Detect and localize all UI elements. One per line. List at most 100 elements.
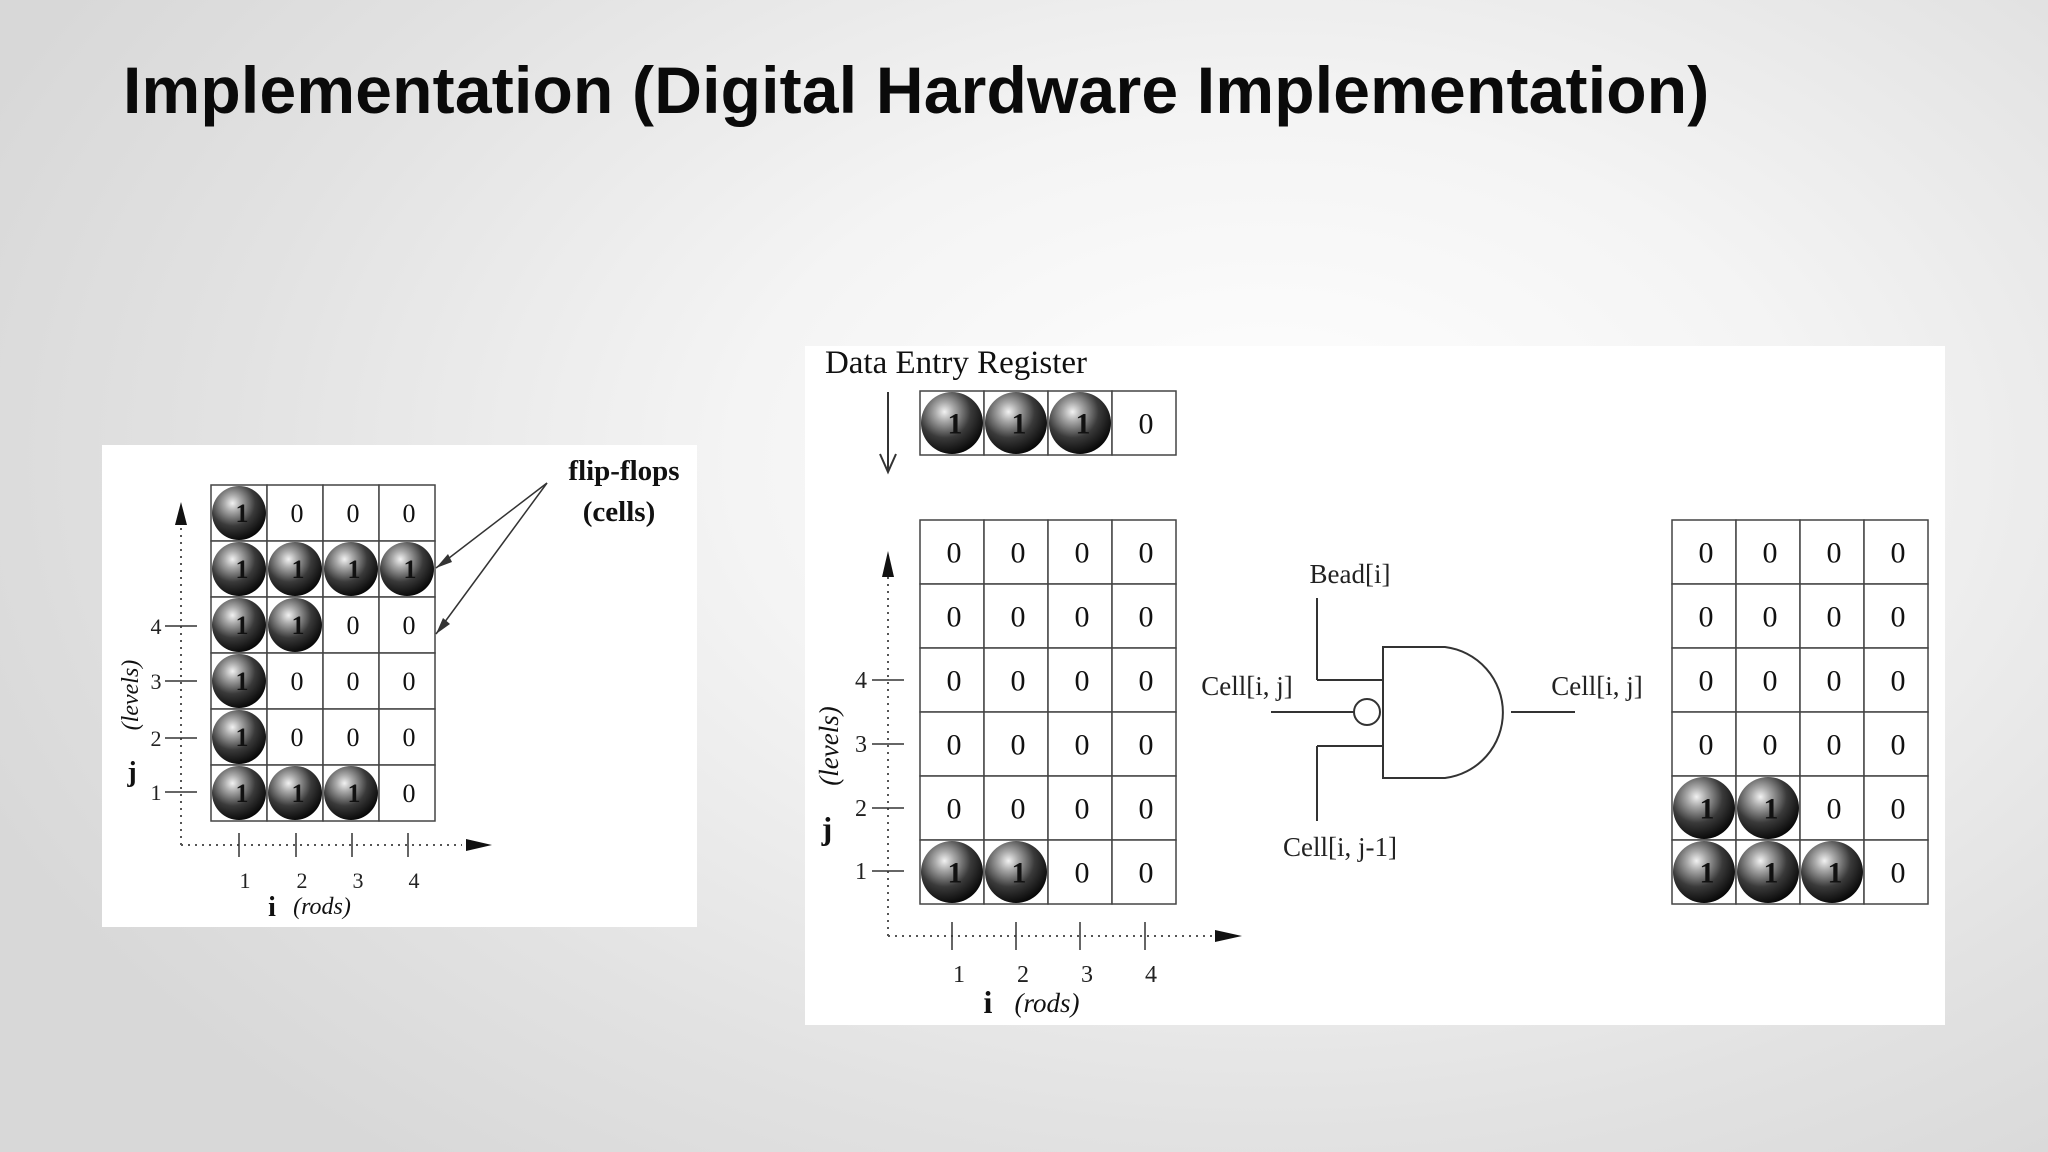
down-arrow-icon — [879, 453, 897, 475]
bead-icon — [1737, 777, 1799, 839]
x-axis-letter: i — [268, 892, 276, 923]
left-grid-cell-value: 1 — [236, 499, 249, 528]
left-grid-cell-value: 1 — [348, 779, 361, 808]
bead-icon — [212, 710, 266, 764]
left-grid-cell-value: 0 — [347, 499, 360, 528]
grid-after-cell: 0 — [1799, 583, 1865, 649]
grid-before-cell-value: 0 — [1075, 665, 1090, 698]
left-grid-cell: 1 — [266, 596, 324, 654]
bead-icon — [1801, 841, 1863, 903]
left-grid-cell-value: 0 — [291, 667, 304, 696]
x-axis-letter: i — [984, 984, 993, 1020]
left-grid-cell: 1 — [378, 540, 436, 598]
left-grid-cell-value: 1 — [236, 779, 249, 808]
grid-after-cell: 0 — [1863, 775, 1929, 841]
bead-icon — [268, 766, 322, 820]
y-tick-2: 2 — [151, 726, 162, 751]
grid-before-cell-value: 0 — [1139, 857, 1154, 890]
grid-before-cell-value: 1 — [1012, 857, 1027, 890]
left-grid-cell: 0 — [378, 764, 436, 822]
gate-input-cell: Cell[i, j] — [1201, 671, 1292, 701]
grid-before-cell-value: 0 — [1075, 601, 1090, 634]
grid-after-cell: 0 — [1863, 711, 1929, 777]
grid-after-cell-value: 0 — [1891, 857, 1906, 890]
grid-after-cell: 1 — [1671, 775, 1737, 841]
grid-before-cell: 0 — [983, 647, 1049, 713]
left-grid-cell: 0 — [378, 708, 436, 766]
bead-icon — [1049, 392, 1111, 454]
left-grid-cell: 1 — [210, 708, 268, 766]
grid-after-cell-value: 1 — [1700, 857, 1715, 890]
left-grid-cell-value: 0 — [347, 667, 360, 696]
grid-after-cell: 0 — [1735, 583, 1801, 649]
grid-after-cell: 0 — [1863, 647, 1929, 713]
left-grid-cell: 0 — [378, 652, 436, 710]
y-tick-3: 3 — [151, 669, 162, 694]
left-axes — [165, 502, 492, 857]
bead-icon — [268, 542, 322, 596]
left-grid-cell-value: 1 — [404, 555, 417, 584]
grid-before-cell-value: 0 — [947, 601, 962, 634]
x-tick-4: 4 — [1145, 962, 1157, 988]
left-grid-cell-value: 1 — [236, 723, 249, 752]
bead-icon — [985, 392, 1047, 454]
y-axis-letter: j — [126, 757, 136, 788]
x-axis-arrow-icon — [466, 839, 492, 851]
left-grid-cell-value: 1 — [236, 667, 249, 696]
and-gate — [1271, 598, 1575, 821]
grid-after-cell-value: 0 — [1891, 793, 1906, 826]
grid-after-cell: 0 — [1735, 711, 1801, 777]
x-axis-arrow-icon — [1215, 930, 1242, 942]
left-grid-cell: 0 — [266, 652, 324, 710]
grid-before-cell: 0 — [1047, 839, 1113, 905]
left-grid-cell: 0 — [322, 708, 380, 766]
grid-before-cell: 0 — [983, 583, 1049, 649]
grid-before-cell-value: 0 — [1139, 601, 1154, 634]
grid-after-cell-value: 0 — [1763, 601, 1778, 634]
left-grid-cell: 1 — [210, 764, 268, 822]
cells-annotation: (cells) — [583, 496, 655, 528]
grid-before-cell-value: 0 — [1075, 537, 1090, 570]
y-tick-1: 1 — [855, 859, 867, 885]
grid-before-cell: 0 — [1047, 519, 1113, 585]
grid-before-cell: 0 — [1047, 583, 1113, 649]
left-grid-cell-value: 1 — [236, 555, 249, 584]
grid-after-cell: 0 — [1799, 711, 1865, 777]
left-grid-cell-value: 1 — [292, 611, 305, 640]
grid-before-cell: 0 — [983, 711, 1049, 777]
left-grid-cell: 0 — [322, 596, 380, 654]
x-tick-1: 1 — [953, 962, 965, 988]
register-cell: 0 — [1111, 390, 1177, 456]
grid-before-cell: 1 — [983, 839, 1049, 905]
x-tick-2: 2 — [1017, 962, 1029, 988]
bead-icon — [324, 766, 378, 820]
grid-before-cell: 0 — [919, 583, 985, 649]
grid-before-cell: 0 — [1047, 711, 1113, 777]
bead-icon — [212, 654, 266, 708]
y-tick-2: 2 — [855, 796, 867, 822]
bead-icon — [1737, 841, 1799, 903]
left-grid-cell: 1 — [210, 540, 268, 598]
bead-icon — [212, 766, 266, 820]
grid-after-cell-value: 0 — [1827, 793, 1842, 826]
register-label: Data Entry Register — [825, 346, 1087, 381]
left-grid-cell-value: 0 — [291, 723, 304, 752]
left-grid-cell: 0 — [378, 596, 436, 654]
left-grid-cell: 1 — [266, 540, 324, 598]
grid-after-cell: 0 — [1799, 775, 1865, 841]
grid-after-cell: 0 — [1863, 839, 1929, 905]
grid-after-cell-value: 0 — [1891, 665, 1906, 698]
grid-after-cell-value: 0 — [1699, 537, 1714, 570]
y-tick-1: 1 — [151, 780, 162, 805]
grid-before-cell-value: 0 — [1139, 729, 1154, 762]
grid-after-cell-value: 0 — [1891, 537, 1906, 570]
inverter-bubble-icon — [1353, 698, 1381, 726]
grid-after-cell: 1 — [1735, 775, 1801, 841]
grid-after-cell-value: 0 — [1827, 665, 1842, 698]
grid-after-cell-value: 0 — [1699, 601, 1714, 634]
grid-before-cell-value: 0 — [947, 665, 962, 698]
x-axis-name: (rods) — [293, 894, 351, 920]
left-grid-cell: 0 — [266, 484, 324, 542]
register-cell-value: 1 — [1076, 408, 1091, 441]
